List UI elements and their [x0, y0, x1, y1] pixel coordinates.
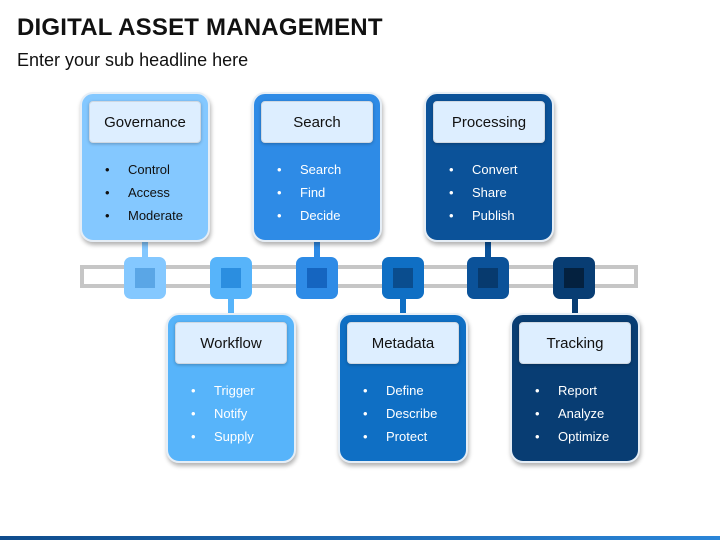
bullet-list: • Define • Describe • Protect [340, 379, 437, 448]
list-item-label: Protect [386, 429, 428, 444]
list-item-label: Control [128, 162, 170, 177]
list-item: • Convert [449, 158, 518, 181]
bullet-icon: • [105, 208, 110, 223]
bullet-icon: • [363, 429, 368, 444]
bullet-icon: • [191, 406, 196, 421]
list-item-label: Supply [214, 429, 254, 444]
card-processing: Processing • Convert • Share • Publish [424, 92, 554, 242]
list-item-label: Decide [300, 208, 341, 223]
connector-processing [485, 240, 491, 266]
list-item-label: Analyze [558, 406, 605, 421]
bullet-icon: • [191, 429, 196, 444]
list-item: • Trigger [191, 379, 255, 402]
list-item: • Optimize [535, 425, 610, 448]
bullet-icon: • [535, 406, 540, 421]
card-tracking: Tracking • Report • Analyze • Optimize [510, 313, 640, 463]
node-square [564, 268, 584, 288]
list-item-label: Trigger [214, 383, 255, 398]
list-item: • Find [277, 181, 341, 204]
bullet-list: • Trigger • Notify • Supply [168, 379, 255, 448]
node-square [135, 268, 155, 288]
card-title: Processing [433, 101, 545, 143]
node-square [221, 268, 241, 288]
bullet-icon: • [535, 383, 540, 398]
list-item: • Analyze [535, 402, 609, 425]
list-item: • Notify [191, 402, 255, 425]
list-item: • Define [363, 379, 437, 402]
node-square [307, 268, 327, 288]
bullet-icon: • [191, 383, 196, 398]
list-item-label: Share [472, 185, 507, 200]
list-item-label: Convert [472, 162, 518, 177]
list-item-label: Moderate [128, 208, 183, 223]
bullet-list: • Report • Analyze • Optimize [512, 379, 609, 448]
footer-rule [0, 536, 720, 540]
list-item-label: Search [300, 162, 342, 177]
card-title: Workflow [175, 322, 287, 364]
connector-tracking [572, 287, 578, 317]
page-subtitle: Enter your sub headline here [17, 50, 249, 70]
timeline-node-metadata [382, 257, 424, 299]
card-title: Governance [89, 101, 201, 143]
connector-search [314, 240, 320, 266]
list-item: • Publish [449, 204, 518, 227]
list-item-label: Optimize [558, 429, 610, 444]
list-item-label: Find [300, 185, 326, 200]
list-item-label: Report [558, 383, 598, 398]
card-workflow: Workflow • Trigger • Notify • Supply [166, 313, 296, 463]
bullet-icon: • [449, 185, 454, 200]
list-item: • Access [105, 181, 183, 204]
list-item: • Decide [277, 204, 341, 227]
bullet-icon: • [449, 162, 454, 177]
list-item: • Protect [363, 425, 437, 448]
card-title: Metadata [347, 322, 459, 364]
list-item-label: Notify [214, 406, 248, 421]
card-search: Search • Search • Find • Decide [252, 92, 382, 242]
list-item: • Describe [363, 402, 438, 425]
card-governance: Governance • Control • Access • Moderate [80, 92, 210, 242]
card-title: Search [261, 101, 373, 143]
list-item-label: Define [386, 383, 424, 398]
list-item: • Control [105, 158, 183, 181]
timeline-node-search [296, 257, 338, 299]
node-square [478, 268, 498, 288]
connector-governance [142, 240, 148, 266]
bullet-icon: • [105, 162, 110, 177]
bullet-icon: • [105, 185, 110, 200]
timeline-node-tracking [553, 257, 595, 299]
connector-workflow [228, 287, 234, 317]
list-item-label: Access [128, 185, 170, 200]
list-item-label: Publish [472, 208, 515, 223]
connector-metadata [400, 287, 406, 317]
list-item: • Moderate [105, 204, 183, 227]
bullet-icon: • [449, 208, 454, 223]
bullet-icon: • [535, 429, 540, 444]
bullet-icon: • [277, 185, 282, 200]
list-item: • Search [277, 158, 342, 181]
card-title: Tracking [519, 322, 631, 364]
bullet-list: • Search • Find • Decide [254, 158, 341, 227]
list-item-label: Describe [386, 406, 438, 421]
bullet-icon: • [363, 406, 368, 421]
bullet-list: • Convert • Share • Publish [426, 158, 518, 227]
list-item: • Report [535, 379, 609, 402]
card-metadata: Metadata • Define • Describe • Protect [338, 313, 468, 463]
timeline-node-processing [467, 257, 509, 299]
timeline-node-governance [124, 257, 166, 299]
node-square [393, 268, 413, 288]
bullet-list: • Control • Access • Moderate [82, 158, 183, 227]
list-item: • Share [449, 181, 518, 204]
bullet-icon: • [363, 383, 368, 398]
page-title: DIGITAL ASSET MANAGEMENT [17, 14, 383, 41]
bullet-icon: • [277, 162, 282, 177]
bullet-icon: • [277, 208, 282, 223]
timeline-node-workflow [210, 257, 252, 299]
list-item: • Supply [191, 425, 255, 448]
